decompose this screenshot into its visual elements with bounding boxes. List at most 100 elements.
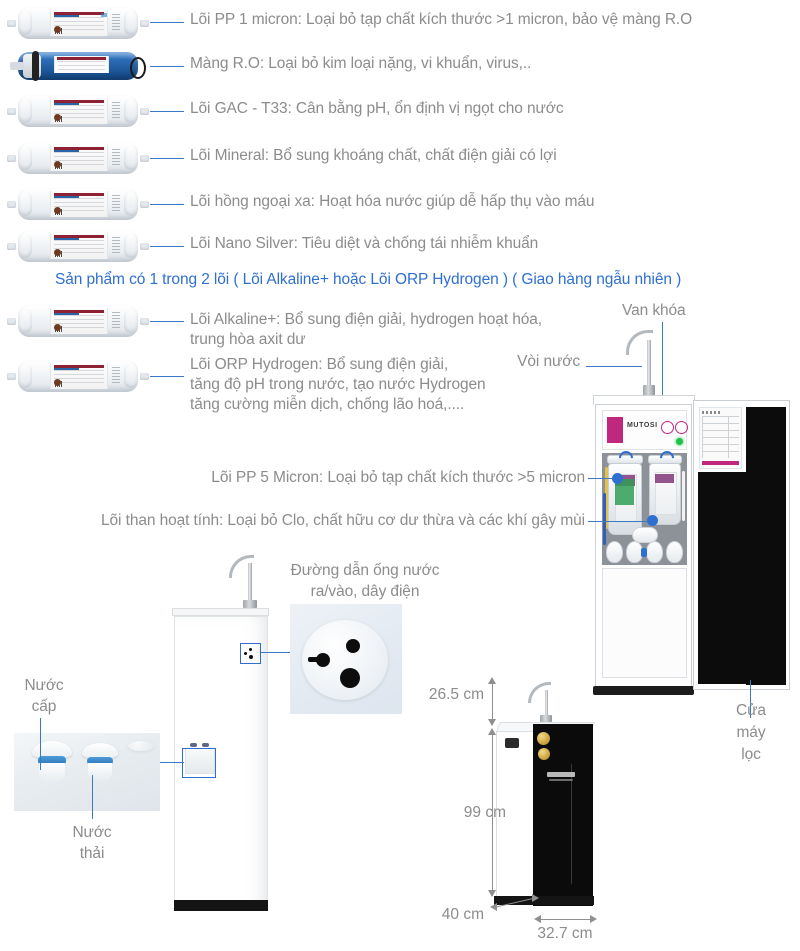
vent-port-left [190,743,197,747]
callout-carbon: Lõi than hoạt tính: Loại bỏ Clo, chất hữ… [101,512,585,529]
back-panel-cutout [128,741,154,751]
cabinet-interior [602,448,687,565]
filter-label-far-infrared: Lõi hồng ngoại xa: Hoạt hóa nước giúp dễ… [190,193,595,210]
tall-faucet-stem [248,563,252,607]
dim-machine-base-foot [494,896,594,905]
leader-line-waste [92,775,94,819]
dim-faucet-arc [528,682,551,703]
machine-base-foot [593,686,694,695]
filter-image-pp1 [7,5,149,41]
faucet-stem [647,340,651,388]
leader-line-door [750,680,752,718]
leader-line-alkaline-plus [150,321,184,323]
faucet-arc [626,330,653,355]
tall-faucet-arc [229,555,254,578]
dim-label-width: 32.7 cm [537,925,593,942]
dim-label-body-height: 99 cm [463,804,506,821]
leader-line-faucet [586,366,642,368]
filter-housing-carbon [649,463,681,525]
dim-line-body-height [492,733,494,896]
leader-line-pp1 [150,22,184,24]
callout-inlet-water: Nước cấp [24,677,64,715]
optional-core-notice: Sản phẩm có 1 trong 2 lõi ( Lõi Alkaline… [55,271,682,288]
lower-drawer[interactable] [602,568,687,678]
brand-wordmark: MUTOSI [627,422,658,429]
control-panel: MUTOSI [602,410,688,450]
filter-image-far-infrared [7,186,149,222]
leader-line-ro [150,66,184,68]
dim-arrow-width-left [534,915,541,923]
route-plate-hole-left [316,653,330,667]
filter-label-pp1: Lõi PP 1 micron: Loại bỏ tạp chất kích t… [190,11,693,28]
pump-cylinder-1 [606,541,623,563]
filter-housing-pp5 [608,463,642,535]
leader-line-pipe-route [260,652,290,654]
leader-line-inlet [40,718,42,770]
callout-pipe-route: Đường dẫn ống nước ra/vào, dây điện [290,562,440,600]
filter-label-nano-silver: Lõi Nano Silver: Tiêu diệt và chống tái … [190,235,539,252]
filter-image-nano-silver [7,228,149,264]
callout-dot-carbon [647,515,658,526]
mode-button-icon[interactable] [675,421,688,434]
waste-fitting [82,743,118,781]
leader-line-far-infrared [150,204,184,206]
spec-sheet-sticker [699,407,742,469]
award-medal-2 [538,748,550,760]
dim-label-faucet-height: 26.5 cm [428,686,484,703]
pipe-route-photo [290,604,402,714]
promo-sticker [607,417,623,443]
filter-image-ro [8,50,148,82]
dim-label-depth: 40 cm [441,906,484,923]
filter-image-alkaline-plus [7,303,149,339]
ro-membrane-housing [632,527,658,543]
dim-machine-logo [547,772,575,777]
pipe-route-marker [240,643,261,664]
route-hole-b [244,652,247,655]
tall-machine-body [174,616,268,906]
dim-arrow-body-bottom [488,890,496,897]
dim-arrow-body-top [488,728,496,735]
dim-faucet-base [540,715,552,722]
leader-line-nano-silver [150,246,184,248]
leader-line-pp5 [588,478,616,480]
tall-machine-top [172,608,269,616]
door-black-panel-lower [698,472,782,684]
route-plate-hole-top [346,639,360,653]
dim-machine-tagline [549,779,573,781]
dim-arrow-faucet-bottom [488,719,496,726]
dim-line-width [540,919,592,921]
filter-image-mineral [7,140,149,176]
filter-label-gac-t33: Lõi GAC - T33: Cân bằng pH, ổn định vị n… [190,100,564,117]
pump-cylinder-3 [646,541,663,563]
vent-port-right [202,743,209,747]
callout-valve: Van khóa [622,302,686,319]
route-hole-a [249,648,252,651]
leader-line-valve [662,322,664,400]
dim-line-faucet-height [492,679,494,725]
dim-machine-handle-line [571,764,572,884]
filter-label-orp-hydrogen: Lõi ORP Hydrogen: Bổ sung điện giải, tăn… [190,356,486,413]
filter-image-orp-hydrogen [7,358,149,394]
water-connections-photo [14,733,160,811]
tall-faucet-base [243,600,257,608]
filter-label-mineral: Lõi Mineral: Bổ sung khoáng chất, chất đ… [190,147,557,164]
machine-cabinet: MUTOSI [595,404,692,689]
pump-cylinder-4 [666,541,683,563]
tube-yellow [605,467,608,529]
dim-arrow-depth-left [490,903,497,911]
tube-blue [603,493,606,545]
leader-line-carbon [588,521,650,523]
power-button-icon[interactable] [661,421,674,434]
route-plate-hole-bottom [340,668,360,688]
callout-waste-water: Nước thải [72,824,112,862]
callout-door: Cửa máy lọc [736,702,766,763]
leader-line-gac-t33 [150,111,184,113]
callout-dot-pp5 [612,473,623,484]
dim-arrow-depth-right [532,894,539,902]
connections-marker [182,748,216,778]
leader-line-connections [160,762,184,764]
leader-line-orp-hydrogen [150,376,184,378]
filter-label-ro: Màng R.O: Loại bỏ kim loại nặng, vi khuẩ… [190,55,532,72]
callout-pp5: Lõi PP 5 Micron: Loại bỏ tạp chất kích t… [211,469,585,486]
